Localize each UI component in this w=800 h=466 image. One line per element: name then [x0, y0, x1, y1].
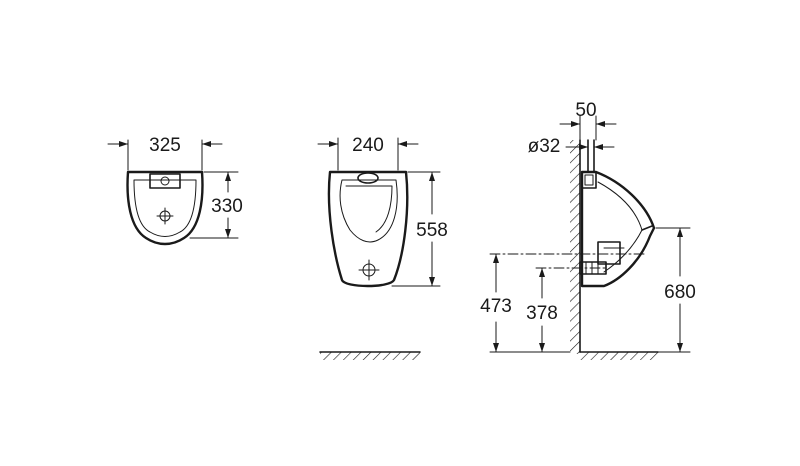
middle-inlet: [357, 172, 379, 184]
wall-hatch: [570, 140, 580, 354]
middle-floor-hatch: [320, 352, 420, 360]
front-inlet-hole: [160, 176, 170, 186]
front-bowl-inner: [133, 179, 197, 237]
inlet-connector: [581, 171, 597, 189]
inlet-height-label: 473: [480, 296, 512, 317]
front-width-label: 325: [149, 135, 181, 156]
front-height-label: 330: [211, 196, 243, 217]
middle-bowl-shadow: [345, 185, 393, 233]
middle-view: 240 558: [317, 135, 448, 360]
middle-bowl-inner: [339, 179, 398, 243]
pipe-diameter-label: ø32: [528, 136, 561, 157]
side-bowl-lip: [641, 225, 653, 231]
front-bowl-outline: [126, 170, 204, 246]
side-view: 50 ø32 473 378 680: [480, 100, 696, 360]
middle-width-label: 240: [352, 135, 384, 156]
front-view: 325 330: [107, 135, 243, 246]
total-height-label: 680: [664, 282, 696, 303]
outlet-fitting: [597, 241, 621, 265]
outlet-height-label: 378: [526, 303, 558, 324]
side-floor-hatch: [580, 352, 658, 360]
middle-body-outline: [327, 170, 409, 288]
side-body-outline: [580, 170, 656, 288]
front-inlet: [149, 173, 181, 189]
middle-height-label: 558: [416, 220, 448, 241]
pipe-width-label: 50: [575, 100, 596, 121]
